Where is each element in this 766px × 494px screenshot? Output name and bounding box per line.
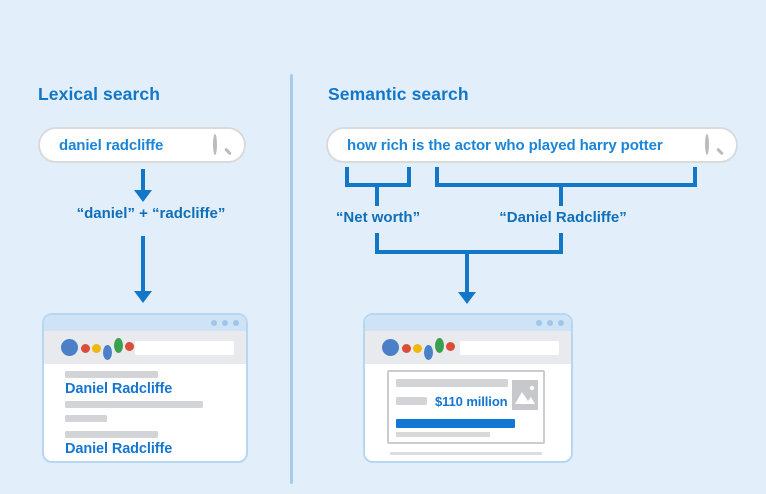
browser-toolbar: [44, 331, 246, 364]
knowledge-card: $110 million: [387, 370, 545, 444]
lexical-results-window: Daniel Radcliffe Daniel Radcliffe: [42, 313, 248, 463]
entity-label-net-worth: “Net worth”: [335, 209, 421, 226]
bracket-drop: [559, 187, 563, 206]
window-titlebar: [44, 315, 246, 331]
search-icon[interactable]: [705, 133, 724, 155]
semantic-search-input[interactable]: how rich is the actor who played harry p…: [326, 127, 738, 163]
search-icon[interactable]: [213, 133, 232, 155]
result-link[interactable]: Daniel Radcliffe: [65, 441, 173, 457]
bracket-drop: [375, 187, 379, 206]
answer-panel-area: $110 million: [365, 364, 571, 455]
bracket-bar: [345, 183, 411, 187]
results-list: Daniel Radcliffe Daniel Radcliffe: [44, 364, 246, 458]
lexical-tokens-label: “daniel” + “radcliffe”: [76, 205, 226, 222]
window-dot-icon: [536, 320, 542, 326]
placeholder-text-bar: [65, 371, 158, 378]
bracket-bar: [435, 183, 697, 187]
window-dot-icon: [558, 320, 564, 326]
lexical-search-heading: Lexical search: [38, 84, 161, 104]
window-dot-icon: [211, 320, 217, 326]
browser-search-field[interactable]: [460, 340, 559, 355]
arrow-head-query-to-tokens: [134, 190, 152, 202]
search-icon-lens: [705, 133, 709, 155]
merge-bar: [375, 250, 563, 254]
placeholder-text-bar: [65, 415, 107, 422]
merge-line-right: [559, 233, 563, 250]
image-placeholder-icon: [512, 380, 538, 410]
answer-value: $110 million: [435, 393, 508, 409]
arrow-head-tokens-to-results: [134, 291, 152, 303]
bracket-tick: [435, 167, 439, 187]
placeholder-text-bar: [65, 431, 158, 438]
window-dot-icon: [233, 320, 239, 326]
highlighted-answer-bar: [396, 419, 515, 428]
semantic-search-heading: Semantic search: [328, 84, 469, 104]
window-dot-icon: [222, 320, 228, 326]
arrow-line-entities-to-answer: [465, 254, 469, 294]
search-icon-handle: [224, 147, 232, 155]
entity-label-daniel-radcliffe: “Daniel Radcliffe”: [499, 209, 627, 226]
browser-toolbar: [365, 331, 571, 364]
arrow-line-tokens-to-results: [141, 236, 145, 293]
arrow-head-entities-to-answer: [458, 292, 476, 304]
bracket-tick: [407, 167, 411, 187]
placeholder-text-bar: [65, 401, 203, 408]
search-icon-lens: [213, 133, 217, 155]
window-dot-icon: [547, 320, 553, 326]
google-logo-icon: [61, 338, 134, 360]
placeholder-text-bar: [396, 397, 427, 405]
placeholder-text-bar: [396, 432, 490, 437]
search-icon-handle: [716, 147, 724, 155]
semantic-query-text: how rich is the actor who played harry p…: [347, 136, 663, 154]
lexical-search-input[interactable]: daniel radcliffe: [38, 127, 246, 163]
lexical-query-text: daniel radcliffe: [59, 136, 164, 154]
placeholder-divider-bar: [390, 452, 542, 455]
browser-search-field[interactable]: [135, 340, 234, 355]
column-divider: [290, 74, 293, 484]
placeholder-text-bar: [396, 379, 508, 387]
google-logo-icon: [382, 338, 455, 360]
arrow-line-query-to-tokens: [141, 169, 145, 192]
merge-line-left: [375, 233, 379, 250]
bracket-tick: [693, 167, 697, 187]
semantic-results-window: $110 million: [363, 313, 573, 463]
window-titlebar: [365, 315, 571, 331]
bracket-tick: [345, 167, 349, 187]
result-link[interactable]: Daniel Radcliffe: [65, 381, 173, 397]
